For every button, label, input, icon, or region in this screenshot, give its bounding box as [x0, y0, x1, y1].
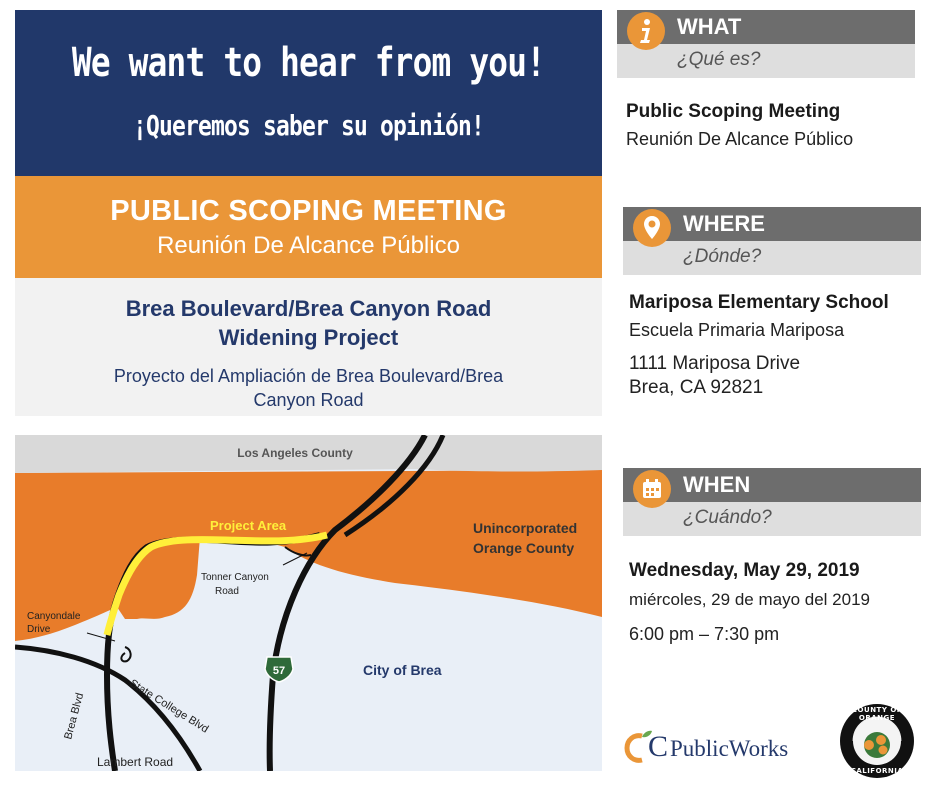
interchange-loop	[120, 646, 132, 663]
where-sub: ¿Dónde?	[683, 246, 762, 267]
what-label: WHAT	[677, 14, 742, 39]
where-address2: Brea, CA 92821	[629, 377, 764, 398]
when-section-bar: WHEN ¿Cuándo?	[623, 468, 921, 536]
when-line1: Wednesday, May 29, 2019	[629, 560, 860, 581]
route-57-shield: 57	[264, 656, 294, 683]
canyondale-leader-line	[86, 632, 116, 642]
tonner-canyon-road	[284, 546, 312, 557]
project-map-svg: 57 Los Angeles County Project Area Uninc…	[15, 435, 602, 771]
freeway-57-road-2	[343, 435, 446, 538]
where-line2: Escuela Primaria Mariposa	[629, 320, 845, 340]
when-sub: ¿Cuándo?	[683, 507, 772, 528]
project-map: 57 Los Angeles County Project Area Uninc…	[15, 435, 602, 771]
canyondale-label-1: Canyondale	[27, 611, 81, 622]
route-57-label: 57	[273, 665, 285, 677]
what-section-bar: WHAT ¿Qué es?	[617, 10, 915, 78]
project-name-line1: Brea Boulevard/Brea Canyon Road	[125, 296, 492, 321]
calendar-icon	[633, 470, 671, 508]
state-college-road	[15, 644, 203, 771]
project-spanish: Proyecto del Ampliación de Brea Boulevar…	[55, 364, 562, 412]
la-county-area	[15, 435, 602, 473]
la-county-label: Los Angeles County	[237, 446, 353, 460]
meeting-title: PUBLIC SCOPING MEETING	[110, 195, 507, 227]
project-name: Brea Boulevard/Brea Canyon Road Widening…	[15, 294, 602, 352]
unincorporated-label-1: Unincorporated	[473, 520, 577, 536]
oc-letter: C	[648, 730, 669, 763]
freeway-57-road	[266, 435, 428, 771]
project-spanish-line2: Canyon Road	[253, 390, 364, 410]
what-line1: Public Scoping Meeting	[626, 101, 841, 122]
meeting-banner: PUBLIC SCOPING MEETING Reunión De Alcanc…	[15, 176, 602, 278]
project-area-label: Project Area	[210, 518, 287, 533]
canyondale-label-2: Drive	[27, 624, 51, 635]
oc-leaf-icon	[624, 730, 652, 763]
meeting-subtitle: Reunión De Alcance Público	[157, 232, 460, 259]
seal-top-text: COUNTY OF ORANGE	[851, 706, 903, 722]
hero-banner: We want to hear from you! ¡Queremos sabe…	[15, 10, 602, 176]
lambert-road-label: Lambert Road	[97, 755, 173, 769]
what-line2: Reunión De Alcance Público	[626, 129, 854, 149]
oc-public-works-logo: C PublicWorks	[624, 728, 834, 768]
project-spanish-line1: Proyecto del Ampliación de Brea Boulevar…	[113, 366, 504, 386]
unincorporated-label-2: Orange County	[473, 540, 574, 556]
when-line2: miércoles, 29 de mayo del 2019	[629, 590, 870, 609]
tonner-label-2: Road	[215, 586, 239, 597]
county-seal-logo: COUNTY OF ORANGE CALIFORNIA	[839, 703, 915, 779]
where-section-bar: WHERE ¿Dónde?	[623, 207, 921, 275]
where-details: Mariposa Elementary School Escuela Prima…	[629, 292, 889, 399]
hero-title: We want to hear from you!	[71, 40, 546, 86]
seal-bottom-text: CALIFORNIA	[850, 767, 904, 775]
when-time: 6:00 pm – 7:30 pm	[629, 624, 780, 644]
what-sub: ¿Qué es?	[677, 49, 761, 70]
what-details: Public Scoping Meeting Reunión De Alcanc…	[626, 101, 853, 150]
when-details: Wednesday, May 29, 2019 miércoles, 29 de…	[629, 560, 870, 645]
project-name-line2: Widening Project	[218, 325, 399, 350]
where-address1: 1111 Mariposa Drive	[629, 353, 801, 374]
where-line1: Mariposa Elementary School	[629, 292, 889, 313]
tonner-leader-line	[282, 552, 308, 566]
where-label: WHERE	[683, 211, 765, 236]
project-box: Brea Boulevard/Brea Canyon Road Widening…	[15, 278, 602, 416]
when-label: WHEN	[683, 472, 751, 497]
info-icon	[627, 12, 665, 50]
county-seal-icon	[840, 704, 914, 778]
project-area-highlight	[103, 531, 328, 636]
location-pin-icon	[633, 209, 671, 247]
city-of-brea-label: City of Brea	[363, 662, 442, 678]
hero-subtitle: ¡Queremos saber su opinión!	[132, 109, 485, 142]
tonner-label-1: Tonner Canyon	[201, 572, 269, 583]
oc-public-works-text: PublicWorks	[670, 736, 789, 761]
